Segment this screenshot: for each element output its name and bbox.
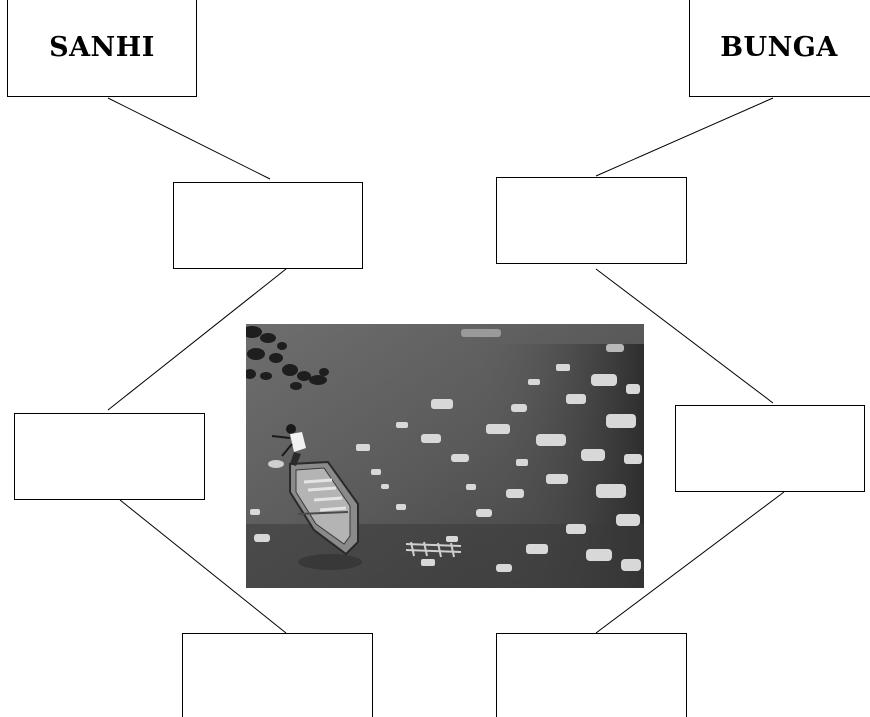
tree-leaves <box>246 326 329 390</box>
box-side-right <box>675 405 865 492</box>
box-side-left <box>14 413 205 500</box>
box-sanhi-label: SANHI <box>49 32 155 63</box>
connector-mid-right-to-side-right <box>595 268 774 404</box>
connector-mid-left-to-side-left <box>107 268 287 411</box>
box-sanhi: SANHI <box>7 0 197 97</box>
box-bottom-right <box>496 633 687 717</box>
box-bunga: BUNGA <box>689 0 870 97</box>
boat <box>289 460 362 570</box>
box-mid-left <box>173 182 363 269</box>
polluted-river-photo <box>246 324 644 588</box>
box-bottom-left-label <box>183 634 372 717</box>
box-bunga-label: BUNGA <box>720 32 838 63</box>
floating-garbage <box>250 329 642 572</box>
box-side-left-label <box>15 414 204 499</box>
box-bottom-right-label <box>497 634 686 717</box>
box-side-right-label <box>676 406 864 491</box>
box-bottom-left <box>182 633 373 717</box>
connector-side-left-to-bottom-left <box>119 499 287 634</box>
connector-side-right-to-bottom-right <box>595 491 785 634</box>
man-figure <box>268 424 306 468</box>
connector-sanhi-to-mid-left <box>107 97 271 180</box>
box-mid-right <box>496 177 687 264</box>
connector-bunga-to-mid-right <box>595 97 774 177</box>
bamboo-debris <box>405 541 462 558</box>
box-mid-right-label <box>497 178 686 263</box>
box-mid-left-label <box>174 183 362 268</box>
